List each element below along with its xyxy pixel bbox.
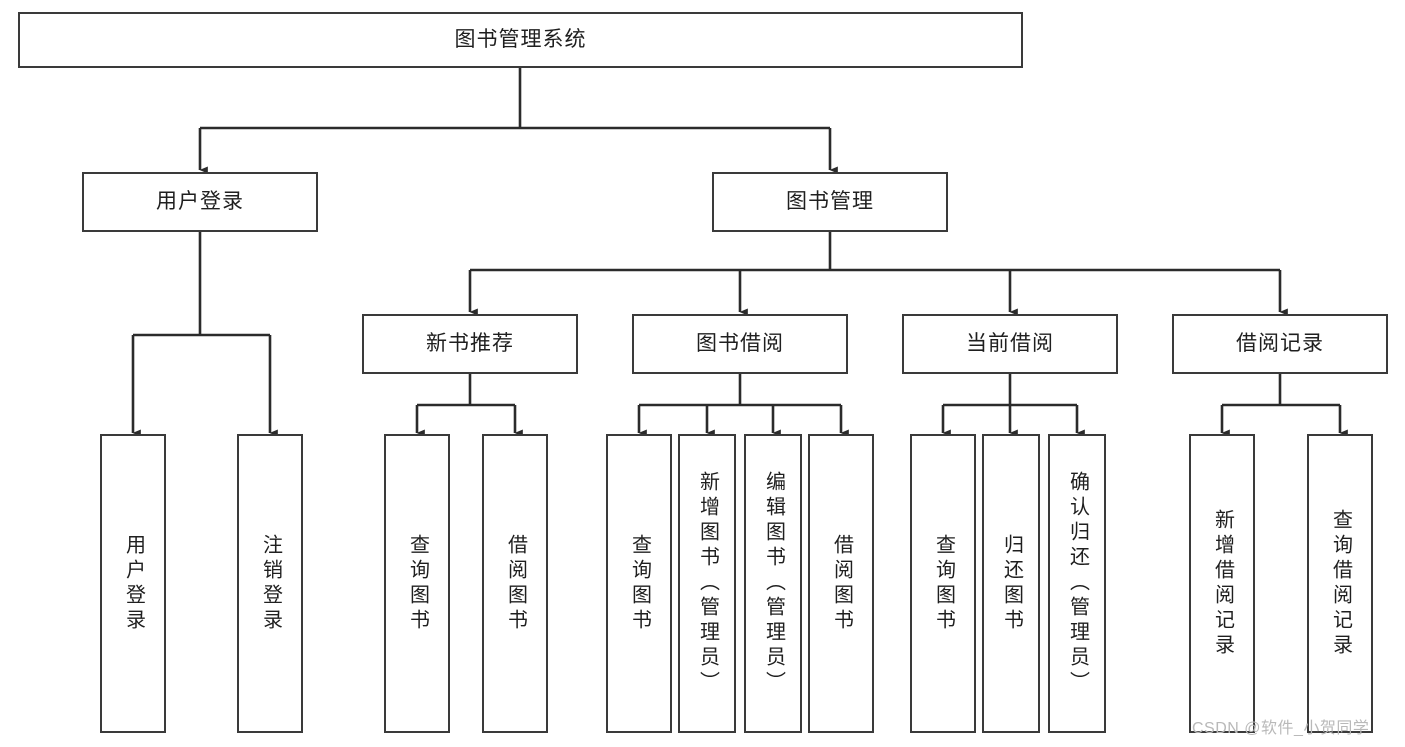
node-new-book-recommend[interactable]: 新书推荐 <box>362 314 578 374</box>
node-label: 查询图书 <box>406 533 429 634</box>
leaf-book-borrow-borrow-book[interactable]: 借阅图书 <box>808 434 874 733</box>
node-label: 借阅图书 <box>830 533 853 634</box>
leaf-book-borrow-query-book[interactable]: 查询图书 <box>606 434 672 733</box>
leaf-borrow-record-add-record[interactable]: 新增借阅记录 <box>1189 434 1255 733</box>
node-label: 用户登录 <box>122 533 145 634</box>
node-label: 新增借阅记录 <box>1211 508 1234 659</box>
node-label: 借阅记录 <box>1236 332 1324 356</box>
node-label: 新增图书（管理员） <box>696 471 719 696</box>
node-root-book-management-system[interactable]: 图书管理系统 <box>18 12 1023 68</box>
node-label: 新书推荐 <box>426 332 514 356</box>
leaf-new-book-borrow-book[interactable]: 借阅图书 <box>482 434 548 733</box>
node-label: 图书管理系统 <box>454 28 587 52</box>
node-label: 图书管理 <box>786 190 874 214</box>
node-label: 查询借阅记录 <box>1329 508 1352 659</box>
node-label: 图书借阅 <box>696 332 784 356</box>
node-label: 借阅图书 <box>504 533 527 634</box>
leaf-new-book-query-book[interactable]: 查询图书 <box>384 434 450 733</box>
node-book-management[interactable]: 图书管理 <box>712 172 948 232</box>
node-label: 查询图书 <box>932 533 955 634</box>
node-label: 注销登录 <box>259 533 282 634</box>
node-user-login[interactable]: 用户登录 <box>82 172 318 232</box>
node-book-borrow[interactable]: 图书借阅 <box>632 314 848 374</box>
leaf-borrow-record-query-record[interactable]: 查询借阅记录 <box>1307 434 1373 733</box>
leaf-user-login-logout[interactable]: 注销登录 <box>237 434 303 733</box>
leaf-book-borrow-edit-book-admin[interactable]: 编辑图书（管理员） <box>744 434 802 733</box>
node-label: 归还图书 <box>1000 533 1023 634</box>
node-current-borrow[interactable]: 当前借阅 <box>902 314 1118 374</box>
node-label: 用户登录 <box>156 190 244 214</box>
node-label: 当前借阅 <box>966 332 1054 356</box>
leaf-user-login-login[interactable]: 用户登录 <box>100 434 166 733</box>
node-label: 确认归还（管理员） <box>1066 471 1089 696</box>
node-borrow-record[interactable]: 借阅记录 <box>1172 314 1388 374</box>
leaf-current-borrow-return-book[interactable]: 归还图书 <box>982 434 1040 733</box>
leaf-current-borrow-query-book[interactable]: 查询图书 <box>910 434 976 733</box>
leaf-book-borrow-add-book-admin[interactable]: 新增图书（管理员） <box>678 434 736 733</box>
node-label: 查询图书 <box>628 533 651 634</box>
node-label: 编辑图书（管理员） <box>762 471 785 696</box>
leaf-current-borrow-confirm-return-admin[interactable]: 确认归还（管理员） <box>1048 434 1106 733</box>
csdn-watermark: CSDN @软件_小贺同学 <box>1192 720 1370 737</box>
